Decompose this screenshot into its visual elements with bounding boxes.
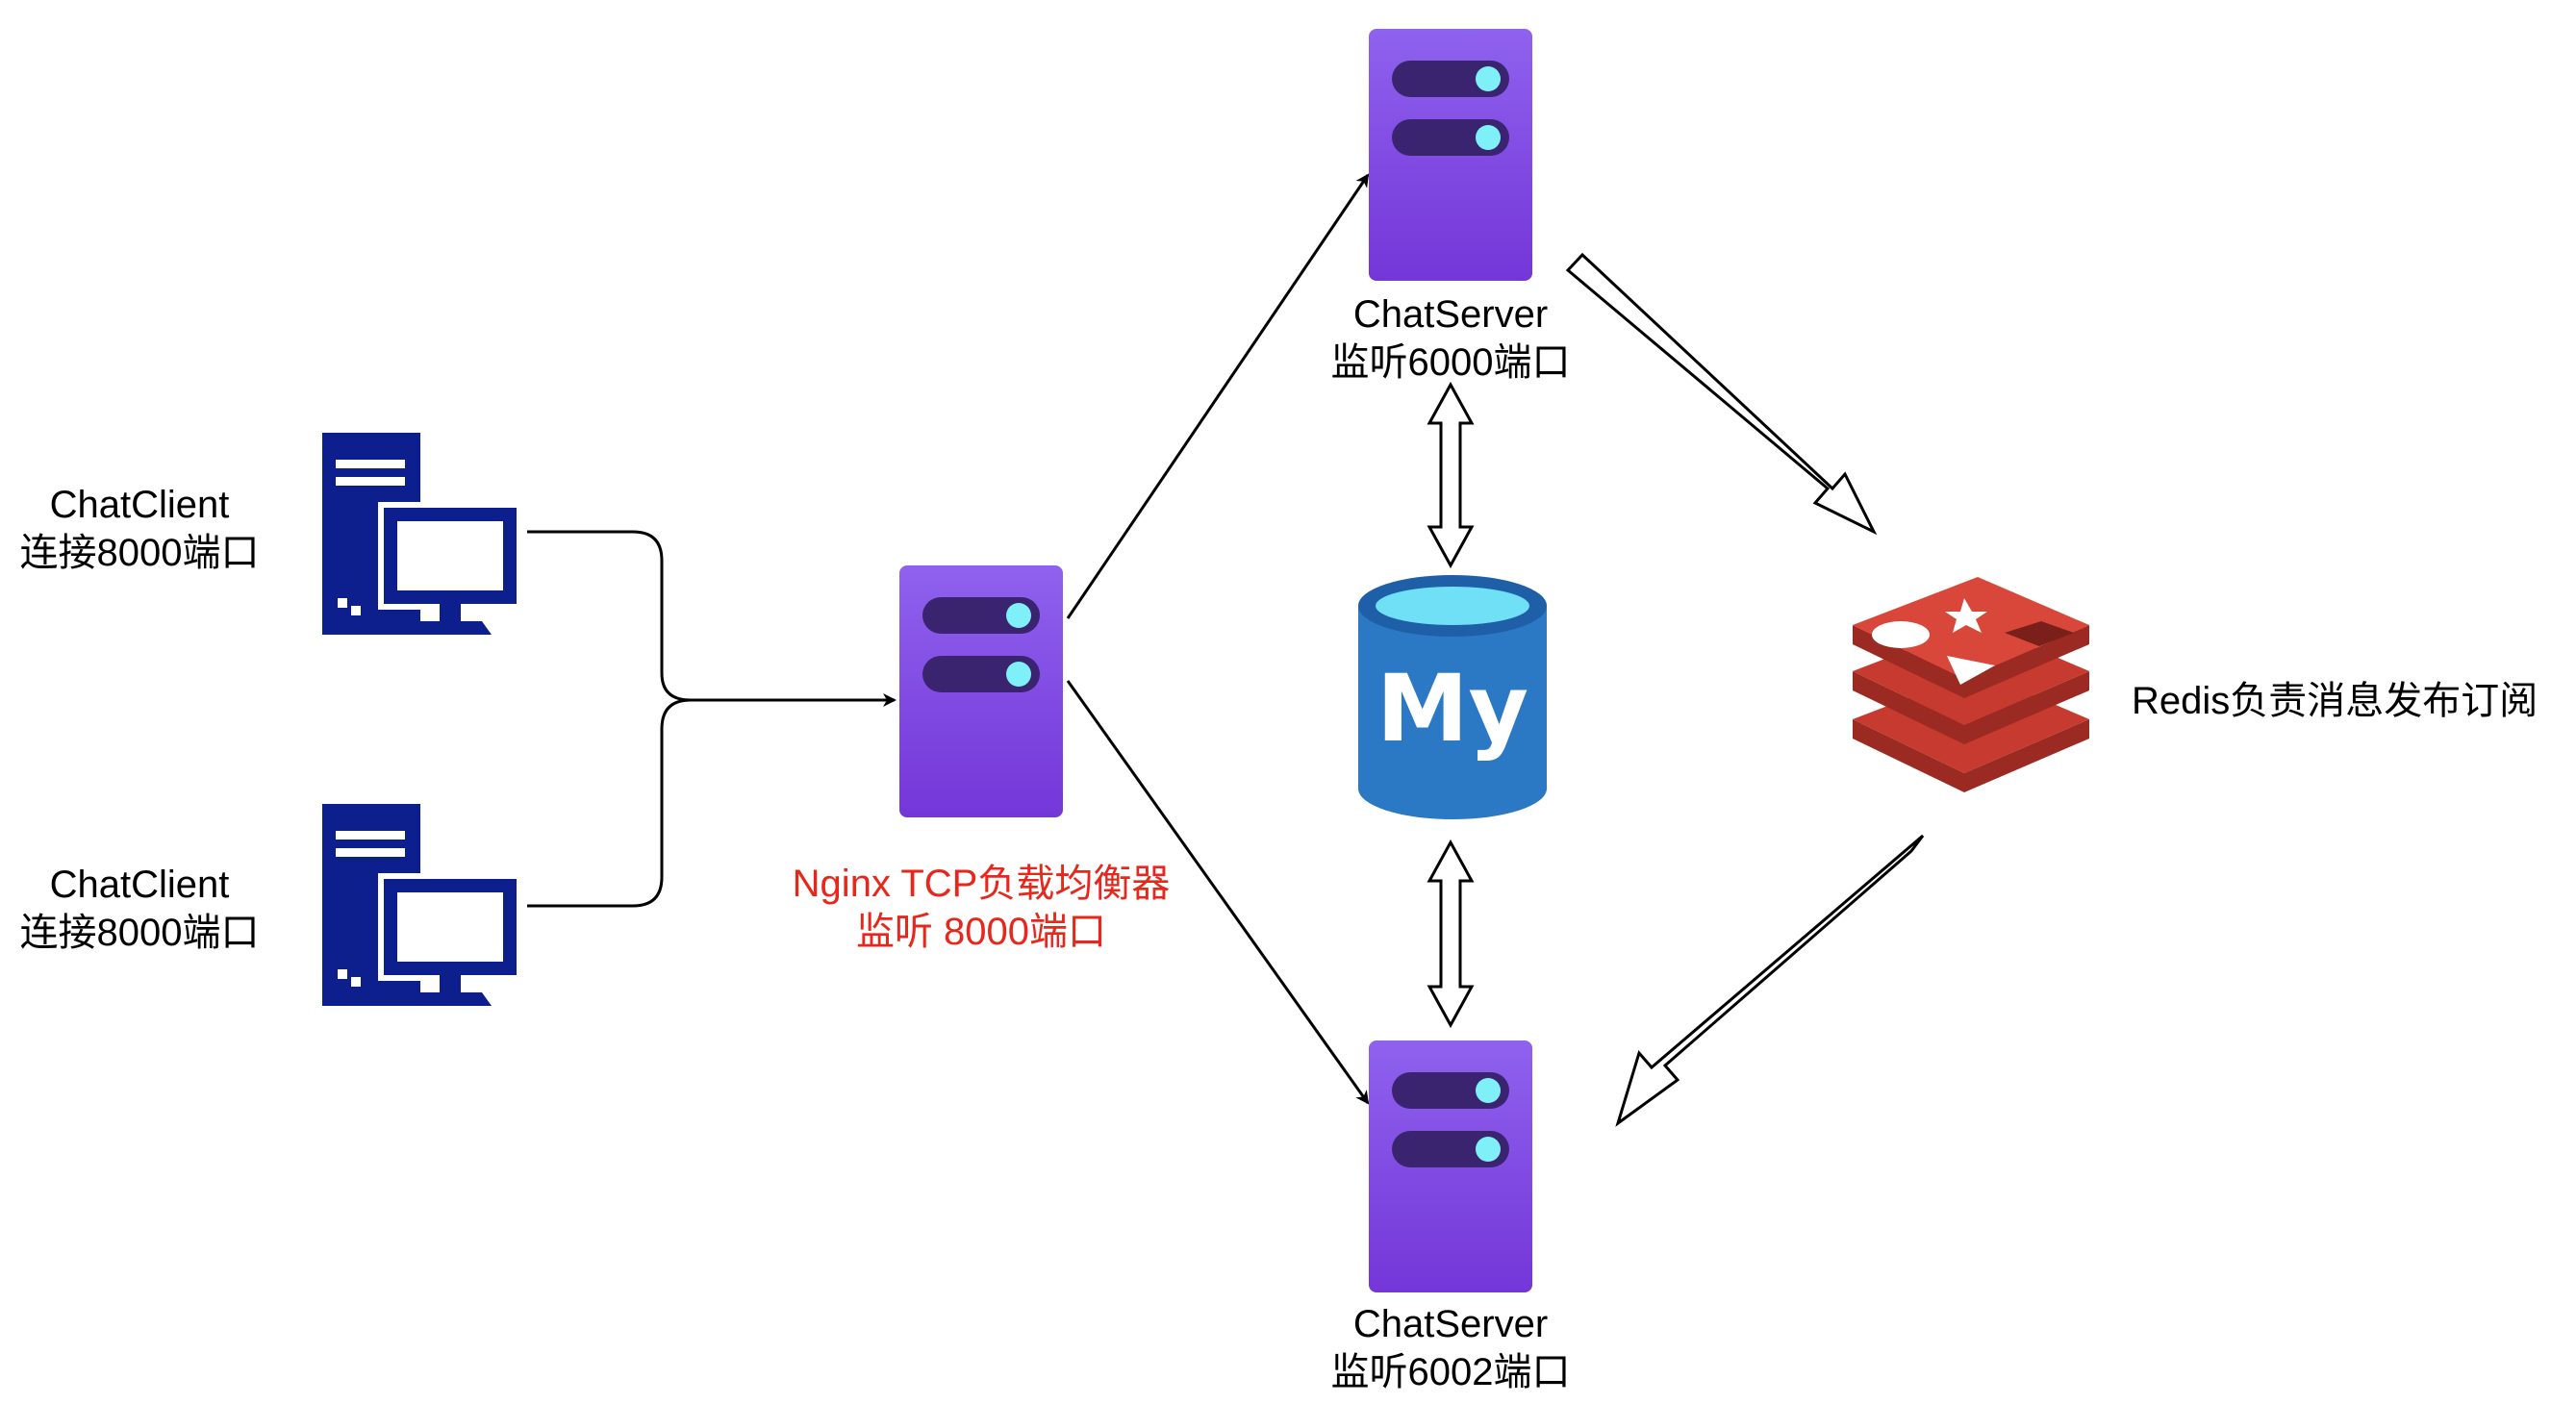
client2-label: ChatClient 连接8000端口 — [10, 861, 269, 957]
client2-to-nginx-connector — [527, 698, 692, 908]
mysql-server2-bidirectional-arrow — [1427, 839, 1475, 1029]
nginx-to-server2-arrow — [1066, 680, 1370, 1105]
server1-mysql-bidirectional-arrow — [1427, 381, 1475, 569]
server1-to-redis-block-arrow — [1565, 252, 1878, 536]
redis-icon — [1853, 577, 2089, 792]
server1-port: 监听6000端口 — [1330, 341, 1571, 384]
server1-title: ChatServer — [1352, 293, 1549, 336]
server2-label: ChatServer 监听6002端口 — [1277, 1300, 1624, 1396]
redis-description: Redis负责消息发布订阅 — [2132, 680, 2538, 722]
client1-label: ChatClient 连接8000端口 — [10, 481, 269, 577]
redis-label: Redis负责消息发布订阅 — [2132, 677, 2564, 725]
server2-port: 监听6002端口 — [1330, 1351, 1571, 1393]
nginx-title: Nginx TCP负载均衡器 — [792, 863, 1171, 905]
nginx-port: 监听 8000端口 — [855, 911, 1107, 953]
client1-port: 连接8000端口 — [19, 532, 260, 574]
chatserver-6000-server-icon — [1369, 29, 1532, 281]
client1-desktop-computer-icon — [322, 433, 522, 635]
redis-to-server2-block-arrow — [1615, 834, 1925, 1127]
nginx-label: Nginx TCP负载均衡器 监听 8000端口 — [760, 860, 1202, 956]
client2-desktop-computer-icon — [322, 804, 522, 1006]
client2-title: ChatClient — [49, 864, 230, 906]
server2-title: ChatServer — [1352, 1303, 1549, 1345]
client2-port: 连接8000端口 — [19, 912, 260, 954]
server1-label: ChatServer 监听6000端口 — [1277, 290, 1624, 387]
nginx-to-server1-arrow — [1066, 173, 1370, 619]
mysql-database-icon: My — [1358, 575, 1547, 819]
mysql-logo-text: My — [1376, 655, 1528, 763]
nginx-server-icon — [899, 565, 1063, 817]
client1-title: ChatClient — [49, 484, 230, 526]
client1-to-nginx-connector — [527, 530, 897, 707]
chatserver-6002-server-icon — [1369, 1040, 1532, 1292]
